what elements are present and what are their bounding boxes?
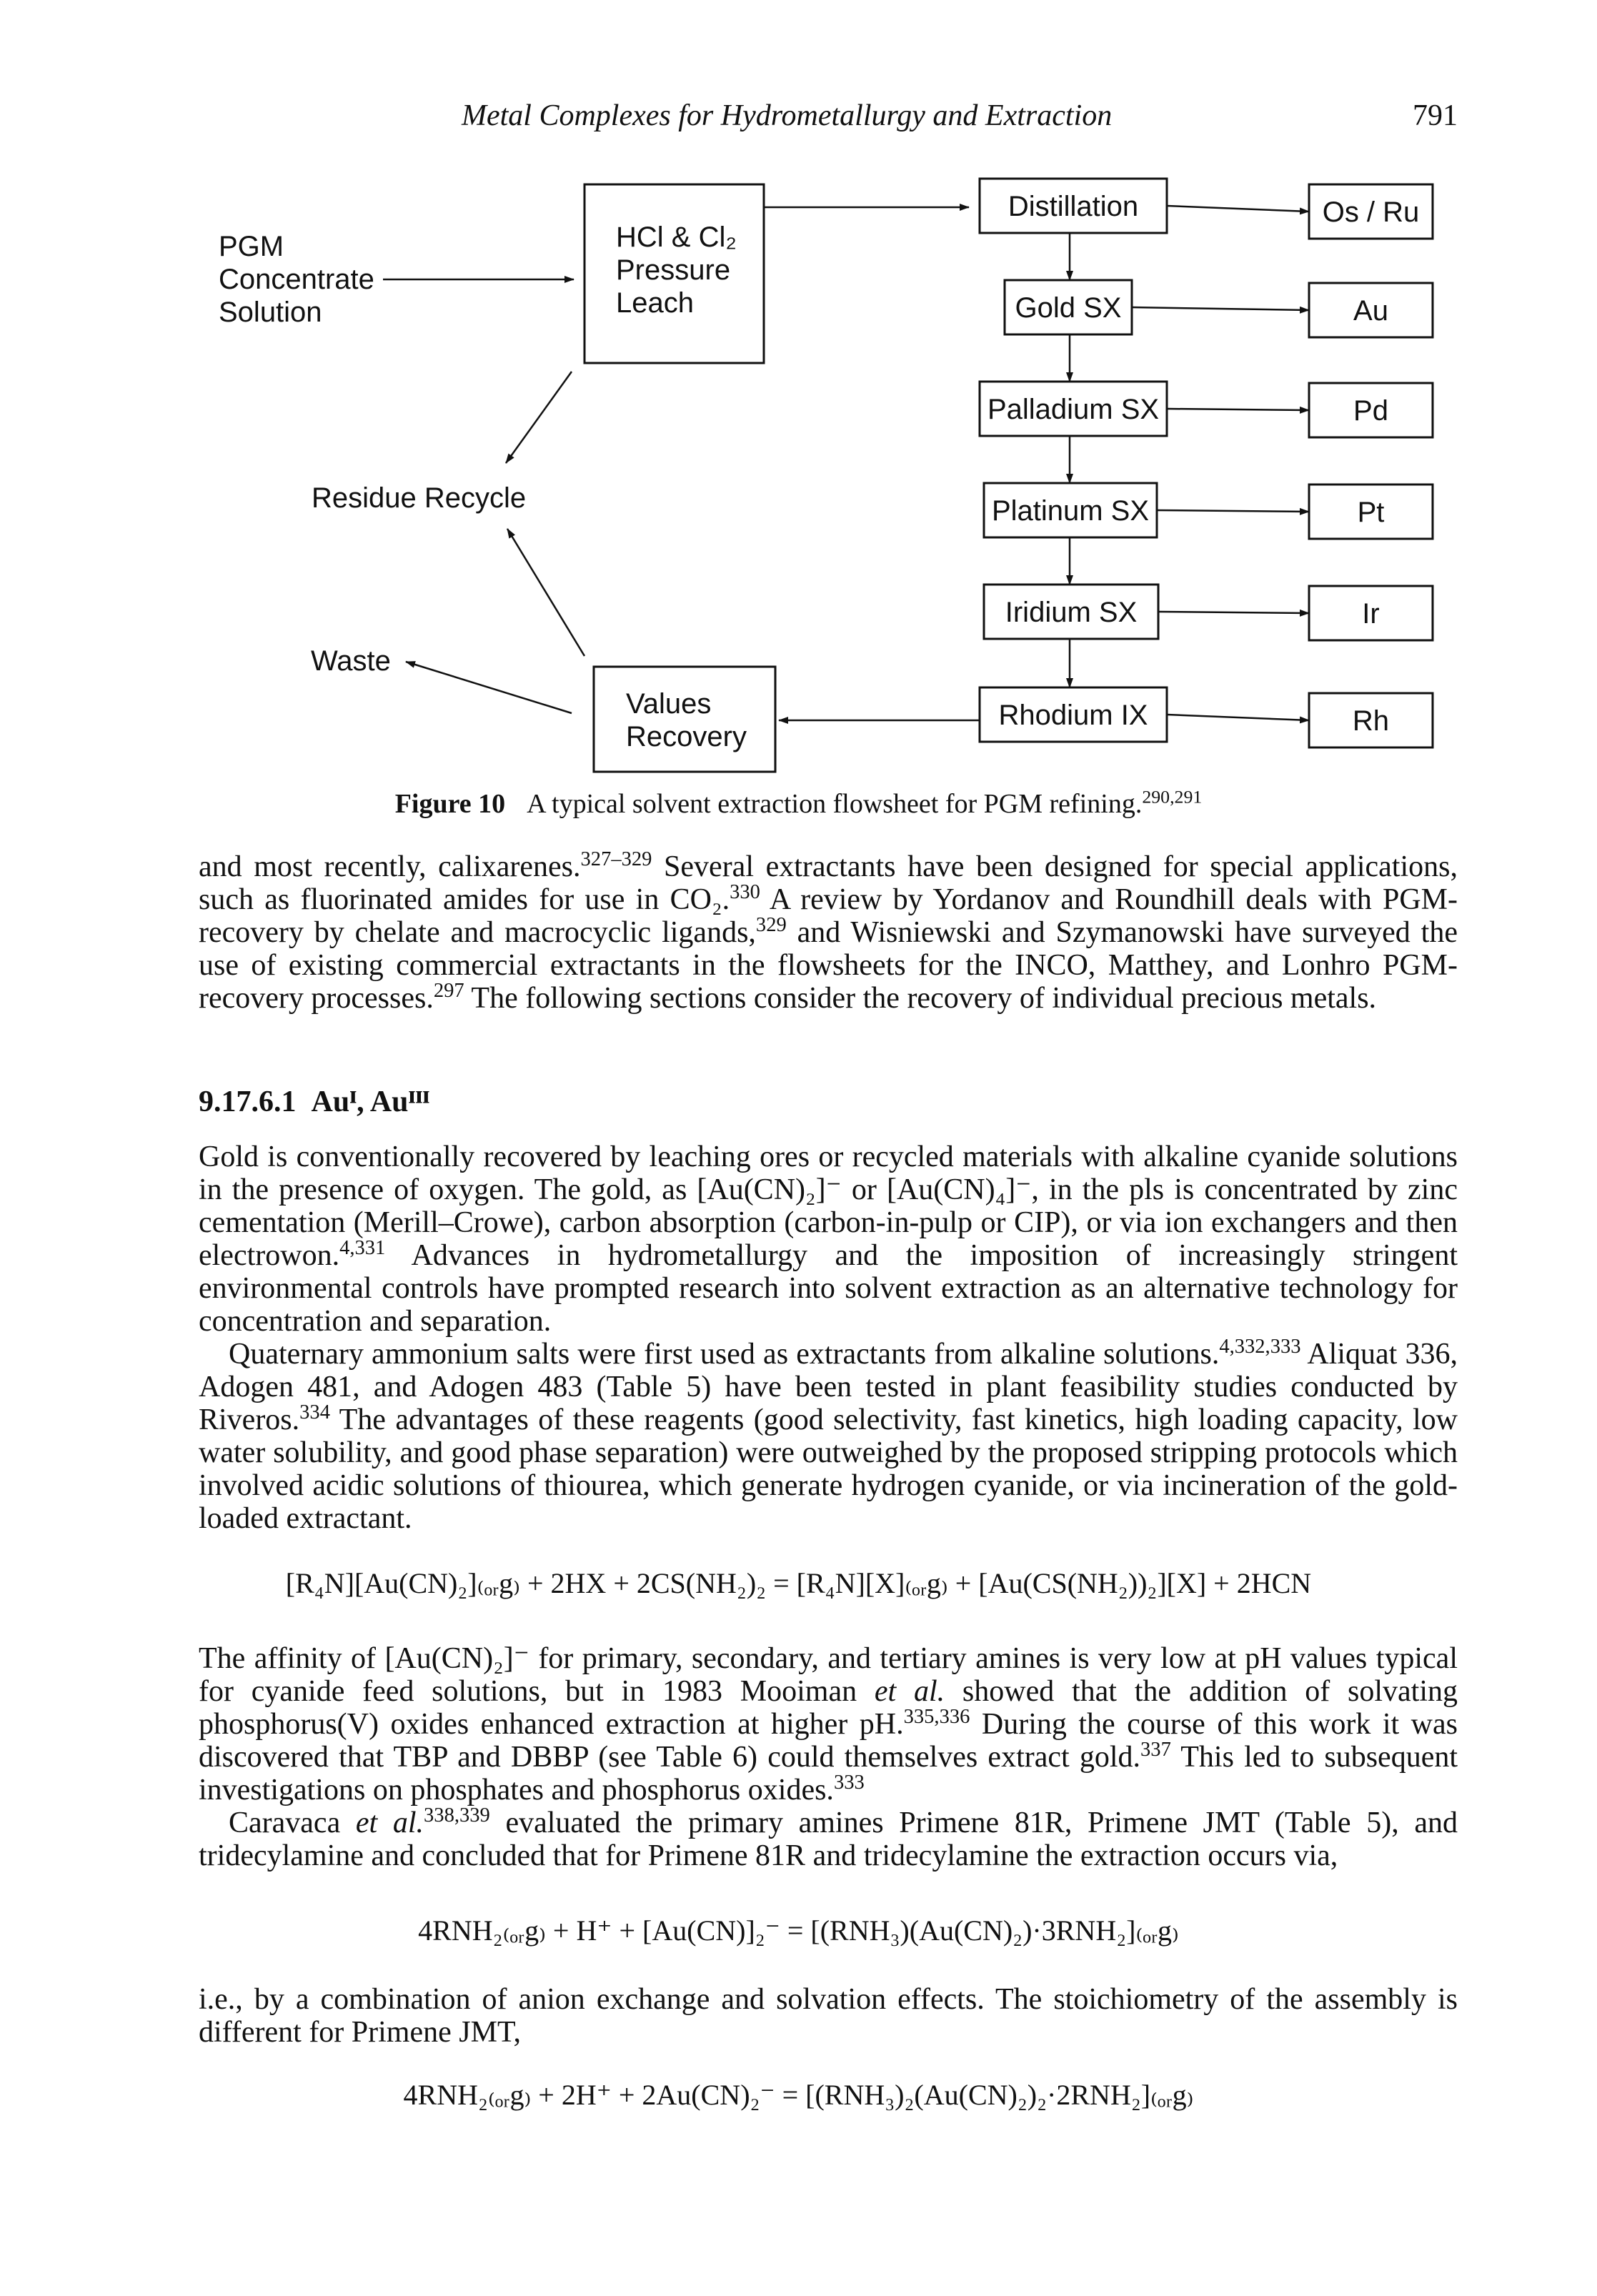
text-run: and Wisniewski and Szymanowski have surv… — [199, 916, 1458, 1015]
citation: 327–329 — [580, 848, 652, 870]
et-al: et al. — [874, 1675, 945, 1708]
to-product-arrow — [1166, 406, 1310, 414]
values-box-line-1: Values — [626, 688, 711, 720]
process-step-label: Platinum SX — [992, 495, 1149, 527]
citation: 337 — [1140, 1739, 1171, 1761]
process-step-label: Distillation — [1008, 191, 1138, 222]
paragraph-6: i.e., by a combination of anion exchange… — [199, 1983, 1458, 2049]
input-label-line-2: Concentrate — [219, 264, 374, 295]
text-run: Several extractants have been designed f… — [199, 850, 1458, 916]
values-to-residue-arrow — [506, 528, 586, 657]
to-product-arrow — [1131, 306, 1310, 314]
process-step-label: Iridium SX — [1005, 597, 1138, 628]
text-run: During the course of this work it was di… — [199, 1708, 1458, 1774]
text-run: evaluated the primary amines Primene 81R… — [199, 1807, 1458, 1872]
citation: 334 — [299, 1401, 330, 1423]
to-product-arrow — [1158, 609, 1310, 617]
figure-caption: Figure 10 A typical solvent extraction fl… — [0, 786, 1597, 820]
figure-label: Figure 10 — [394, 789, 506, 819]
running-header: Metal Complexes for Hydrometallurgy and … — [0, 99, 1597, 141]
text-run: A review by Yordanov and Roundhill deals… — [199, 883, 1458, 949]
citation: 297 — [433, 980, 464, 1002]
residue-recycle-label: Residue Recycle — [312, 482, 526, 514]
text-run: Advances in hydrometallurgy and the impo… — [199, 1239, 1458, 1338]
citation: 330 — [730, 881, 760, 903]
et-al: et al. — [355, 1807, 424, 1839]
citation: 4,332,333 — [1219, 1336, 1301, 1358]
process-step-box — [982, 482, 1158, 539]
product-box — [1308, 692, 1434, 749]
product-label: Rh — [1353, 705, 1389, 737]
product-box — [1308, 282, 1434, 339]
leach-box-line-3: Leach — [616, 287, 694, 319]
section-number: 9.17.6.1 — [199, 1085, 297, 1118]
section-title: Auᴵ, Auᴵᴵᴵ — [311, 1085, 430, 1118]
values-box-line-2: Recovery — [626, 721, 747, 752]
text-run: Caravaca — [229, 1807, 356, 1839]
text-run: and most recently, calixarenes. — [199, 850, 581, 883]
to-product-arrow — [1166, 713, 1310, 724]
citation: 335,336 — [903, 1706, 970, 1728]
text-run: The advantages of these reagents (good s… — [199, 1403, 1458, 1535]
figure-caption-text: A typical solvent extraction flowsheet f… — [527, 789, 1143, 819]
waste-label: Waste — [311, 645, 391, 677]
to-product-arrow — [1166, 204, 1310, 215]
product-label: Os / Ru — [1323, 197, 1420, 228]
text-run: i.e., by a combination of anion exchange… — [199, 1983, 1458, 2049]
equation-3: 4RNH₂₍ₒᵣg₎ + 2H⁺ + 2Au(CN)₂⁻ = [(RNH₃)₂(… — [403, 2079, 1194, 2111]
text-run: Quaternary ammonium salts were first use… — [229, 1338, 1220, 1371]
product-label: Pt — [1358, 497, 1385, 528]
product-label: Ir — [1362, 598, 1379, 630]
input-label-line-3: Solution — [219, 297, 322, 328]
to-product-arrow — [1156, 507, 1310, 515]
paragraph-2: Gold is conventionally recovered by leac… — [199, 1140, 1458, 1535]
leach-box — [583, 183, 765, 364]
citation: 4,331 — [339, 1237, 386, 1259]
product-box — [1308, 585, 1434, 642]
values-recovery-box — [592, 665, 777, 773]
input-label-line-1: PGM — [219, 231, 284, 262]
citation: 333 — [833, 1771, 865, 1794]
process-step-box — [978, 177, 1168, 234]
process-step-box — [982, 583, 1160, 640]
running-title: Metal Complexes for Hydrometallurgy and … — [462, 99, 1113, 132]
leach-box-line-1: HCl & Cl₂ — [616, 222, 737, 253]
citation: 338,339 — [424, 1804, 490, 1827]
text-run: showed that the addition of solvating ph… — [199, 1675, 1458, 1741]
values-to-waste-arrow — [405, 660, 572, 715]
page-number: 791 — [1413, 99, 1458, 132]
text-run: Gold is conventionally recovered by leac… — [199, 1140, 1458, 1272]
paragraph-4: The affinity of [Au(CN)₂]⁻ for primary, … — [199, 1642, 1458, 1872]
text-run: The affinity of [Au(CN)₂]⁻ for primary, … — [199, 1642, 1458, 1708]
product-box — [1308, 183, 1434, 240]
product-label: Pd — [1353, 395, 1388, 427]
process-step-label: Palladium SX — [987, 394, 1159, 425]
figure-caption-ref: 290,291 — [1142, 786, 1203, 807]
process-step-box — [1003, 279, 1133, 336]
paragraph-1: and most recently, calixarenes.327–329 S… — [199, 848, 1458, 1015]
process-step-label: Gold SX — [1015, 292, 1122, 324]
product-label: Au — [1353, 295, 1388, 327]
citation: 329 — [755, 914, 787, 936]
leach-box-line-2: Pressure — [616, 254, 730, 286]
text-run: Aliquat 336, Adogen 481, and Adogen 483 … — [199, 1338, 1458, 1436]
text-run: The following sections consider the reco… — [464, 982, 1377, 1015]
equation-1: [R₄N][Au(CN)₂]₍ₒᵣg₎ + 2HX + 2CS(NH₂)₂ = … — [285, 1567, 1312, 1599]
process-step-label: Rhodium IX — [999, 700, 1148, 731]
text-run: This led to subsequent investigations on… — [199, 1741, 1458, 1807]
leach-to-residue-arrow — [504, 371, 573, 464]
section-heading: 9.17.6.1 Auᴵ, Auᴵᴵᴵ — [199, 1085, 429, 1119]
equation-2: 4RNH₂₍ₒᵣg₎ + H⁺ + [Au(CN)]₂⁻ = [(RNH₃)(A… — [418, 1914, 1179, 1947]
